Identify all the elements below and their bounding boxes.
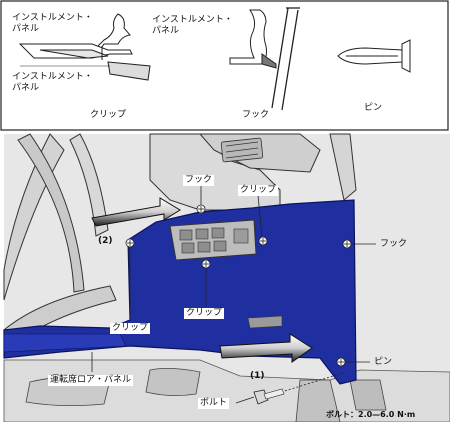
leader-lines (91, 186, 376, 404)
callout-clip-top: クリップ (238, 185, 279, 196)
hook-detail-caption: フック (242, 110, 270, 120)
bolt (253, 371, 347, 405)
clip-detail-top-label: インストルメント・ パネル (12, 13, 93, 34)
torque-note: ボルト：2.0—6.0 N·m (326, 410, 416, 419)
removal-arrow-2 (91, 197, 181, 227)
callout-step-2: (2) (98, 236, 113, 246)
hook-detail-label: インストルメント・ パネル (152, 15, 233, 36)
driver-lower-panel (3, 199, 357, 385)
callout-clip-center: クリップ (184, 308, 225, 319)
legend-frame (0, 0, 449, 131)
fastener-markers (125, 204, 352, 367)
callout-hook-right: フック (380, 239, 408, 249)
clip-detail-bottom-label: インストルメント・ パネル (12, 72, 93, 93)
pin-detail-drawing (337, 39, 411, 73)
callout-pin: ピン (374, 357, 393, 367)
pin-detail-caption: ピン (364, 103, 383, 113)
callout-clip-left: クリップ (110, 323, 151, 334)
callout-step-1: (1) (250, 371, 265, 381)
callout-lower-panel: 運転席ロア・パネル (48, 375, 134, 386)
callout-hook-top: フック (183, 175, 215, 186)
removal-arrow-1 (219, 333, 313, 363)
clip-detail-caption: クリップ (90, 110, 127, 120)
switch-module (169, 219, 257, 261)
clip-detail-drawing (18, 13, 151, 81)
callout-bolt: ボルト (198, 398, 230, 409)
hook-detail-drawing (229, 7, 300, 111)
